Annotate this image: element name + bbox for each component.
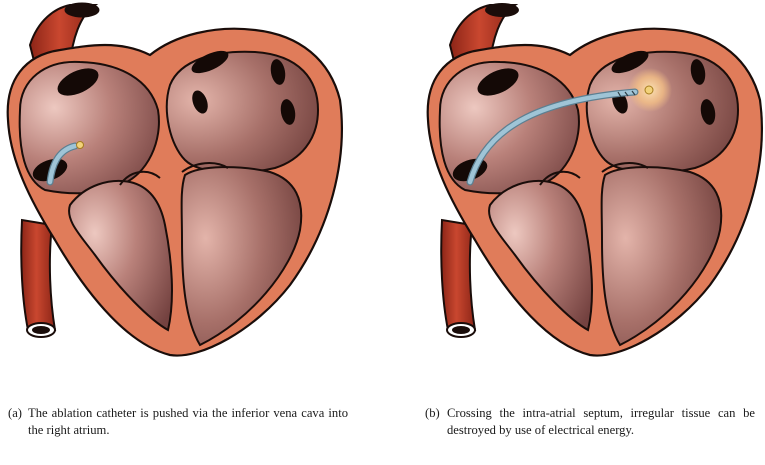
caption-b-text: Crossing the intra-atrial septum, irregu…	[447, 405, 755, 439]
catheter-tip	[645, 86, 653, 94]
caption-a-text: The ablation catheter is pushed via the …	[28, 405, 348, 439]
catheter-tip	[77, 142, 84, 149]
heart-diagram-a	[0, 0, 385, 370]
caption-b-tag: (b)	[425, 405, 440, 422]
superior-vena-cava-opening	[65, 3, 99, 17]
left-ventricle	[182, 167, 302, 345]
caption-a-tag: (a)	[8, 405, 22, 422]
panel-a	[0, 0, 385, 370]
caption-a: (a) The ablation catheter is pushed via …	[8, 405, 348, 439]
heart-diagram-b	[425, 0, 765, 370]
caption-b: (b) Crossing the intra-atrial septum, ir…	[425, 405, 755, 439]
inferior-vena-cava	[441, 220, 475, 330]
left-ventricle	[602, 167, 722, 345]
left-atrium	[587, 52, 738, 173]
left-atrium	[167, 52, 318, 173]
superior-vena-cava-opening	[485, 3, 519, 17]
inferior-vena-cava	[21, 220, 55, 330]
panel-b	[425, 0, 765, 370]
